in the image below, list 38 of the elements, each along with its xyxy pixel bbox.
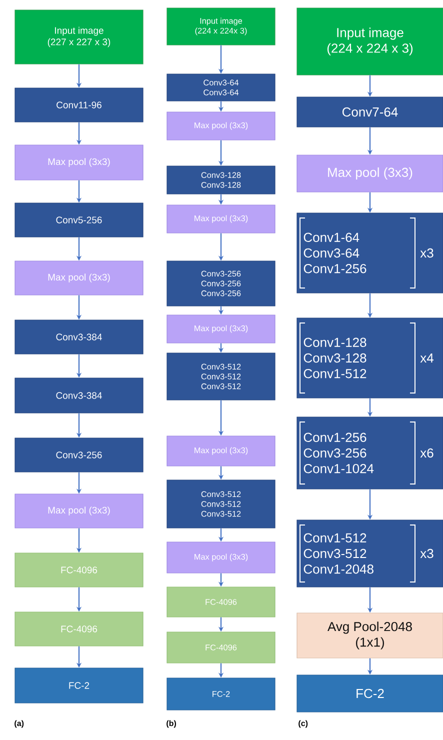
layer-box: Conv1-64 Conv3-64 Conv1-256 x3 xyxy=(296,212,443,294)
layer-box: Max pool (3x3) xyxy=(166,436,276,466)
layer-box: Conv1-128 Conv3-128 Conv1-512 x4 xyxy=(296,318,443,398)
layer-box: Max pool (3x3) xyxy=(166,204,276,234)
layer-box: Max pool (3x3) xyxy=(296,154,443,192)
layer-box: Max pool (3x3) xyxy=(14,494,144,528)
layer-box: FC-4096 xyxy=(14,612,144,646)
layer-box: Max pool (3x3) xyxy=(166,112,276,140)
layer-box: FC-4096 xyxy=(166,632,276,664)
layer-box: Conv3-384 xyxy=(14,320,144,354)
layer-box: Conv1-512 Conv3-512 Conv1-2048 x3 xyxy=(296,520,443,588)
layer-box: FC-2 xyxy=(14,668,144,704)
layer-box: Conv3-64 Conv3-64 xyxy=(166,74,276,102)
panel-label: (a) xyxy=(14,720,24,728)
layer-box: Conv3-256 xyxy=(14,438,144,472)
layer-box: Conv1-256 Conv3-256 Conv1-1024 x6 xyxy=(296,416,443,490)
layer-box: Conv11-96 xyxy=(14,88,144,122)
layer-box: Conv3-384 xyxy=(14,378,144,414)
layer-box: FC-4096 xyxy=(14,552,144,588)
layer-box: Max pool (3x3) xyxy=(166,314,276,344)
layer-box: Input image (227 x 227 x 3) xyxy=(14,10,144,64)
layer-box: Input image (224 x 224 x 3) xyxy=(296,8,443,76)
layer-box: Avg Pool-2048 (1x1) xyxy=(296,612,443,658)
layer-box: Conv3-512 Conv3-512 Conv3-512 xyxy=(166,480,276,528)
layer-box: Conv7-64 xyxy=(296,96,443,128)
layer-box: Conv3-128 Conv3-128 xyxy=(166,166,276,194)
layer-box: Max pool (3x3) xyxy=(166,542,276,574)
layer-box: FC-2 xyxy=(166,678,276,710)
panel-label: (b) xyxy=(166,720,176,728)
layer-box: Conv3-256 Conv3-256 Conv3-256 xyxy=(166,260,276,306)
layer-box: FC-4096 xyxy=(166,586,276,618)
layer-box: Max pool (3x3) xyxy=(14,144,144,180)
panel-label: (c) xyxy=(298,720,308,728)
layer-box: Input image (224 x 224x 3) xyxy=(166,8,276,46)
layer-box: Conv5-256 xyxy=(14,202,144,238)
layer-box: Max pool (3x3) xyxy=(14,260,144,296)
layer-box: Conv3-512 Conv3-512 Conv3-512 xyxy=(166,352,276,400)
layer-box: FC-2 xyxy=(296,674,443,712)
